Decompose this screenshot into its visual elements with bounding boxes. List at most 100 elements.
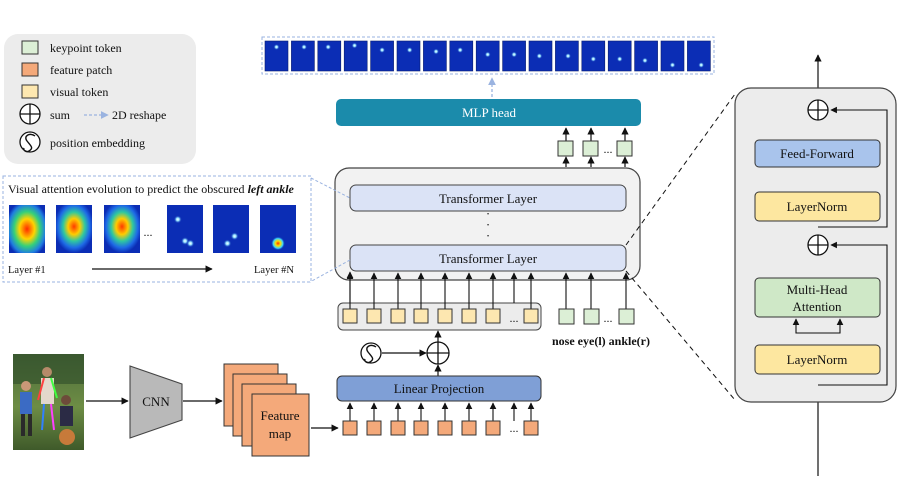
visual-token: [461, 308, 477, 324]
keypoint-token-ellipsis: ...: [604, 311, 613, 325]
position-embedding-icon: [19, 131, 41, 153]
feature-map-stack: Feature map: [223, 363, 310, 457]
cnn-label: CNN: [142, 394, 170, 409]
attention-panel-frame: [2, 175, 312, 283]
heatmap-strip: [264, 40, 711, 72]
vertical-ellipsis: ·: [486, 206, 490, 221]
keypoint-heatmap: [660, 40, 685, 72]
input-image: [13, 354, 84, 450]
keypoint-token: [557, 140, 574, 157]
transformer-layer-top: [349, 184, 627, 212]
keypoint-heatmap: [502, 40, 526, 72]
keypoint-heatmap: [607, 40, 632, 72]
keypoint-token: [618, 308, 635, 325]
layer-first-label: Layer #1: [8, 265, 46, 276]
keypoint-labels: nose eye(l) ankle(r): [552, 334, 650, 348]
keypoint-heatmap: [317, 40, 342, 72]
keypoint-token-swatch: [21, 40, 39, 55]
keypoint-heatmap: [475, 40, 500, 72]
feature-patch: [461, 420, 477, 436]
keypoint-heatmap: [291, 40, 315, 72]
keypoint-heatmap: [634, 40, 658, 72]
feature-patch: [390, 420, 406, 436]
keypoint-heatmap: [396, 40, 421, 72]
layernorm-bottom-label: LayerNorm: [787, 352, 848, 367]
keypoint-heatmap: [343, 40, 368, 72]
legend: keypoint token feature patch visual toke…: [4, 34, 196, 164]
legend-visual-token: visual token: [50, 85, 108, 99]
legend-sum: sum: [50, 108, 71, 122]
svg-text:·: ·: [486, 228, 490, 243]
feature-patch: [437, 420, 453, 436]
visual-token-swatch: [21, 84, 39, 99]
keypoint-token: [583, 308, 600, 325]
output-keypoint-tokens: ...: [557, 127, 633, 167]
keypoint-token: [558, 308, 575, 325]
attention-map: [9, 205, 45, 253]
keypoint-heatmap: [264, 40, 289, 72]
attention-panel-title: Visual attention evolution to predict th…: [8, 182, 295, 196]
legend-2d-reshape: 2D reshape: [112, 108, 166, 122]
visual-token: [366, 308, 382, 324]
mha-label-1: Multi-Head: [787, 282, 848, 297]
linear-projection-label: Linear Projection: [394, 381, 485, 396]
feature-patch: [523, 420, 539, 436]
patch-ellipsis: ...: [510, 421, 519, 435]
legend-feature-patch: feature patch: [50, 63, 112, 77]
attention-map: [167, 205, 203, 253]
feature-map-label-2: map: [269, 426, 291, 441]
layernorm-top-box: [754, 191, 881, 222]
attention-map: [260, 205, 296, 253]
feed-forward-box: [754, 139, 881, 168]
feature-patch: [342, 420, 358, 436]
keypoint-heatmap: [528, 40, 553, 72]
keypoint-token: [616, 140, 633, 157]
sum-icon: [807, 99, 829, 121]
keypoint-token: [582, 140, 599, 157]
attention-map: [56, 205, 92, 253]
attention-map: [104, 205, 140, 253]
attention-panel: Visual attention evolution to predict th…: [2, 175, 351, 283]
sum-icon: [19, 103, 41, 125]
feature-map-label-1: Feature: [261, 408, 300, 423]
sum-icon: [807, 234, 829, 256]
residual-connection-bottom: [818, 241, 888, 386]
position-embedding-icon: [360, 342, 382, 364]
feed-forward-label: Feed-Forward: [780, 146, 854, 161]
visual-token: [390, 308, 406, 324]
linear-projection-box: [336, 375, 542, 402]
legend-keypoint-token: keypoint token: [50, 41, 122, 55]
output-heatmaps: [261, 36, 715, 75]
keypoint-heatmap: [555, 40, 579, 72]
feature-map: [251, 393, 310, 457]
transformer-layer-bottom-label: Transformer Layer: [439, 251, 538, 266]
feature-patch: [413, 420, 429, 436]
visual-token-ellipsis: ...: [510, 311, 519, 325]
sum-icon: [426, 341, 450, 365]
zoom-line: [625, 270, 736, 401]
mha-label-2: Attention: [792, 299, 842, 314]
keypoint-heatmap: [370, 40, 394, 72]
multi-head-attention-box: [754, 277, 881, 318]
keypoint-heatmap: [423, 40, 447, 72]
visual-token: [342, 308, 358, 324]
token-ellipsis: ...: [604, 142, 613, 156]
feature-patch-swatch: [21, 62, 39, 77]
attention-ellipsis: ...: [144, 225, 153, 239]
layernorm-top-label: LayerNorm: [787, 199, 848, 214]
transformer-layer-top-label: Transformer Layer: [439, 191, 538, 206]
visual-token: [485, 308, 501, 324]
input-tokens: ... ... nose eye(l) ankle(r): [337, 271, 650, 348]
mlp-head-box: [336, 99, 641, 126]
mlp-head-label: MLP head: [462, 105, 517, 120]
attention-maps: [9, 205, 296, 253]
keypoint-heatmap: [449, 40, 474, 72]
legend-position-embedding: position embedding: [50, 136, 145, 150]
heatmap-strip-frame: [261, 36, 715, 75]
layernorm-bottom-box: [754, 344, 881, 375]
visual-token: [437, 308, 453, 324]
transformer-layer-bottom: [349, 244, 627, 272]
layer-last-label: Layer #N: [254, 265, 294, 276]
